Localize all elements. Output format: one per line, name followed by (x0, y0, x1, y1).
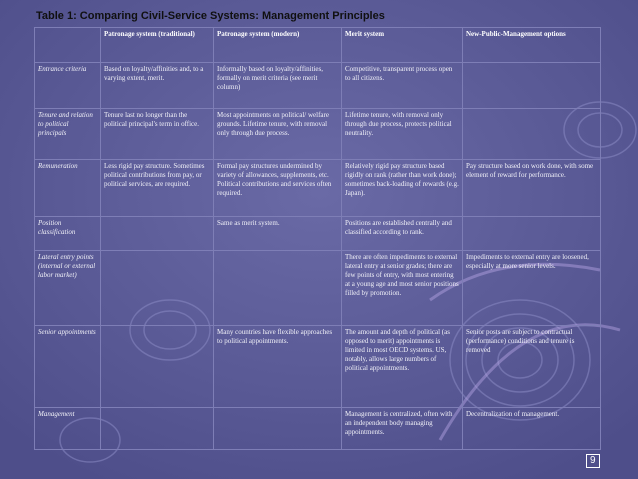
row-label: Remuneration (34, 159, 101, 217)
comparison-table: Patronage system (traditional) Patronage… (34, 27, 601, 450)
table-cell: Relatively rigid pay structure based rig… (341, 159, 463, 217)
row-label: Tenure and relation to political princip… (34, 108, 101, 160)
table-cell (100, 407, 214, 450)
column-header-blank (34, 27, 101, 63)
table-cell: Positions are established centrally and … (341, 216, 463, 251)
table-cell: Senior posts are subject to contractual … (462, 325, 601, 408)
row-label: Entrance criteria (34, 62, 101, 109)
table-cell (462, 62, 601, 109)
table-cell (100, 325, 214, 408)
table-cell (462, 216, 601, 251)
table-cell (213, 250, 342, 326)
table-cell: Less rigid pay structure. Sometimes poli… (100, 159, 214, 217)
table-cell (100, 216, 214, 251)
table-cell: Formal pay structures undermined by vari… (213, 159, 342, 217)
column-header-merit-system: Merit system (341, 27, 463, 63)
table-row: Senior appointments Many countries have … (34, 325, 601, 408)
table-header-row: Patronage system (traditional) Patronage… (34, 27, 601, 63)
table-cell: Competitive, transparent process open to… (341, 62, 463, 109)
table-cell: Management is centralized, often with an… (341, 407, 463, 450)
table-row: Remuneration Less rigid pay structure. S… (34, 159, 601, 217)
row-label: Management (34, 407, 101, 450)
column-header-npm-options: New-Public-Management options (462, 27, 601, 63)
row-label: Lateral entry points (internal or extern… (34, 250, 101, 326)
table-row: Lateral entry points (internal or extern… (34, 250, 601, 326)
table-cell: Based on loyalty/affinities and, to a va… (100, 62, 214, 109)
table-cell: Pay structure based on work done, with s… (462, 159, 601, 217)
table-cell: Impediments to external entry are loosen… (462, 250, 601, 326)
table-cell (213, 407, 342, 450)
table-cell: Informally based on loyalty/affinities, … (213, 62, 342, 109)
table-cell (462, 108, 601, 160)
row-label: Position classification (34, 216, 101, 251)
column-header-patronage-traditional: Patronage system (traditional) (100, 27, 214, 63)
table-cell: Tenure last no longer than the political… (100, 108, 214, 160)
table-cell: Same as merit system. (213, 216, 342, 251)
table-cell: Decentralization of management. (462, 407, 601, 450)
slide-title: Table 1: Comparing Civil-Service Systems… (36, 10, 385, 22)
table-cell: There are often impediments to external … (341, 250, 463, 326)
table-cell: Most appointments on political/ welfare … (213, 108, 342, 160)
table-row: Tenure and relation to political princip… (34, 108, 601, 160)
column-header-patronage-modern: Patronage system (modern) (213, 27, 342, 63)
table-row: Entrance criteria Based on loyalty/affin… (34, 62, 601, 109)
table-cell: Many countries have flexible approaches … (213, 325, 342, 408)
page-number: 9 (586, 454, 600, 468)
table-cell: Lifetime tenure, with removal only throu… (341, 108, 463, 160)
row-label: Senior appointments (34, 325, 101, 408)
table-row: Management Management is centralized, of… (34, 407, 601, 450)
table-row: Position classification Same as merit sy… (34, 216, 601, 251)
table-cell: The amount and depth of political (as op… (341, 325, 463, 408)
table-cell (100, 250, 214, 326)
